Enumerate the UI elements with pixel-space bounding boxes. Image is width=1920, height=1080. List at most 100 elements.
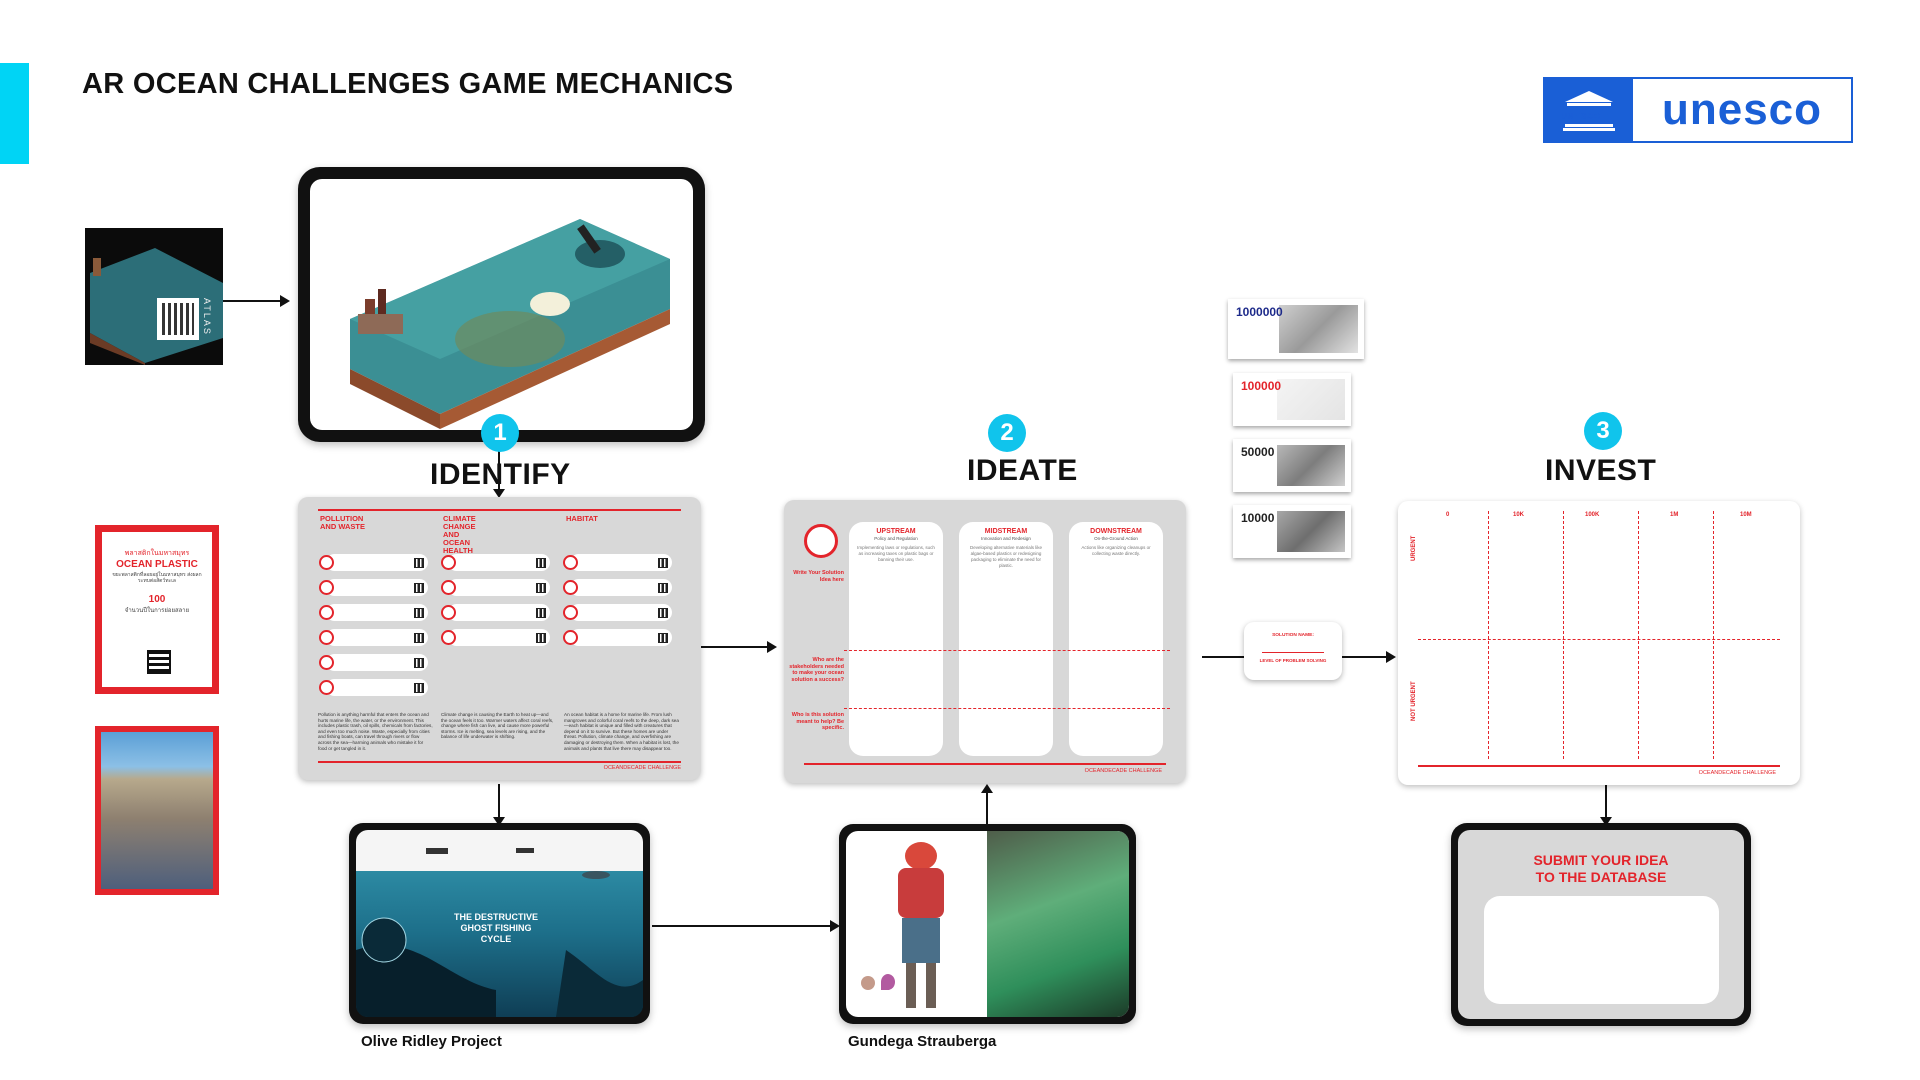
unesco-temple-icon [1545, 79, 1633, 141]
identify-slot[interactable] [563, 580, 578, 595]
card-thai-bottom: จำนวนปีในการย่อยสลาย [124, 608, 190, 614]
identify-col-1-text: Pollution is anything harmful that enter… [318, 712, 433, 751]
step-3-badge: 3 [1584, 412, 1622, 450]
identify-col-3-title: HABITAT [566, 514, 598, 523]
textile-artwork-photo [987, 831, 1129, 1017]
bill-value: 1000000 [1236, 305, 1283, 319]
submit-idea-input[interactable] [1484, 896, 1719, 1004]
identify-slot[interactable] [441, 555, 456, 570]
identify-slot[interactable] [563, 630, 578, 645]
identify-col-1-title: POLLUTION AND WASTE [320, 514, 365, 531]
banknote-100000[interactable]: 100000 [1233, 373, 1351, 426]
solution-name-card[interactable]: SOLUTION NAME: LEVEL OF PROBLEM SOLVING [1244, 622, 1342, 680]
y-label-not-urgent: NOT URGENT [1411, 681, 1417, 721]
identify-slot[interactable] [563, 605, 578, 620]
ghost-fishing-caption: Olive Ridley Project [361, 1033, 502, 1050]
identify-slot[interactable] [319, 605, 334, 620]
ar-marker-card: ATLAS [85, 228, 223, 365]
bill-value: 10000 [1241, 511, 1275, 525]
upstream-title: UPSTREAM [876, 528, 916, 535]
identify-slot[interactable] [441, 630, 456, 645]
identify-slot[interactable] [563, 555, 578, 570]
banknote-10000[interactable]: 10000 [1233, 505, 1351, 558]
x-tick: 0 [1446, 512, 1450, 518]
submit-tablet: SUBMIT YOUR IDEA TO THE DATABASE [1451, 823, 1751, 1026]
arrowhead-icon [767, 641, 777, 653]
step-1-badge: 1 [481, 414, 519, 452]
ar-3d-ocean-model [310, 179, 693, 430]
ideate-prompt-2: Who are the stakeholders needed to make … [789, 657, 844, 683]
solution-idea-circle[interactable] [804, 524, 838, 558]
x-tick: 100K [1585, 512, 1600, 518]
x-tick: 10M [1740, 512, 1752, 518]
ideate-prompt-3: Who is this solution meant to help? Be s… [791, 712, 844, 731]
art-tablet [839, 824, 1136, 1024]
identify-slot[interactable] [319, 580, 334, 595]
downstream-text: Actions like organizing cleanups or coll… [1081, 545, 1151, 556]
ar-tablet [298, 167, 705, 442]
identify-slot[interactable] [319, 655, 334, 670]
person-icon[interactable] [861, 976, 875, 990]
bill-value: 50000 [1241, 445, 1275, 459]
arrowhead-icon [493, 817, 505, 826]
arrow-identify-to-ghost [498, 784, 500, 822]
ghost-fishing-title: THE DESTRUCTIVE GHOST FISHING CYCLE [453, 912, 538, 944]
midstream-text: Developing alternative materials like al… [969, 545, 1043, 568]
identify-slot[interactable] [441, 580, 456, 595]
midstream-title: MIDSTREAM [984, 528, 1028, 535]
arrow-solution-to-invest [1315, 656, 1388, 658]
step-2-label: IDEATE [967, 454, 1078, 487]
downstream-column: DOWNSTREAM On-the-Ground Action Actions … [1069, 522, 1163, 756]
artwork-figure [898, 842, 944, 1008]
identify-board: POLLUTION AND WASTE CLIMATE CHANGE AND O… [298, 497, 701, 780]
identify-slot[interactable] [441, 605, 456, 620]
bill-value: 100000 [1241, 379, 1282, 393]
solution-level-label: LEVEL OF PROBLEM SOLVING [1259, 658, 1327, 663]
step-3-label: INVEST [1545, 454, 1657, 487]
plastic-waste-photo [101, 732, 213, 889]
downstream-title: DOWNSTREAM [1090, 528, 1142, 535]
arrowhead-icon [280, 295, 290, 307]
submit-line-1: SUBMIT YOUR IDEA [1533, 852, 1669, 868]
unesco-logo: UNESCO unesco [1543, 77, 1853, 143]
logo-mark-text: UNESCO [1561, 112, 1602, 121]
identify-slot[interactable] [319, 555, 334, 570]
arrow-art-to-ideate [986, 792, 988, 827]
ocean-plastic-card: พลาสติกในมหาสมุทร OCEAN PLASTIC ขยะพลาสต… [95, 525, 219, 694]
upstream-text: Implementing laws or regulations, such a… [857, 545, 935, 562]
identify-slot[interactable] [319, 680, 334, 695]
submit-line-2: TO THE DATABASE [1535, 869, 1667, 885]
submit-screen: SUBMIT YOUR IDEA TO THE DATABASE [1458, 830, 1744, 1019]
identify-slot[interactable] [319, 630, 334, 645]
x-tick: 10K [1513, 512, 1525, 518]
location-pin-icon[interactable] [881, 974, 895, 990]
page-title: AR OCEAN CHALLENGES GAME MECHANICS [82, 68, 734, 100]
invest-footer: OCEANDECADE CHALLENGE [1698, 770, 1776, 776]
accent-bar [0, 63, 29, 164]
card-thai-top: พลาสติกในมหาสมุทร [124, 550, 190, 557]
logo-wordmark: unesco [1661, 85, 1823, 134]
arrow-invest-to-submit [1605, 784, 1607, 822]
card-number: 100 [148, 594, 166, 605]
identify-col-3-text: An ocean habitat is a home for marine li… [564, 712, 679, 751]
ghost-fishing-infographic: THE DESTRUCTIVE GHOST FISHING CYCLE [356, 830, 643, 1017]
arrow-identify-to-ideate [697, 646, 767, 648]
divider [844, 708, 1170, 709]
card-title: OCEAN PLASTIC [116, 559, 198, 570]
banknote-1000000[interactable]: 1000000 [1228, 299, 1364, 359]
divider [1262, 652, 1324, 653]
art-caption: Gundega Strauberga [848, 1033, 997, 1050]
ideate-prompt-1: Write Your Solution Idea here [793, 570, 844, 583]
ocean-plastic-photo-card [95, 726, 219, 895]
solution-name-label: SOLUTION NAME: [1272, 633, 1314, 638]
divider [844, 650, 1170, 651]
midstream-column: MIDSTREAM Innovation and Redesign Develo… [959, 522, 1053, 756]
identify-col-2-text: Climate change is causing the Earth to h… [441, 712, 554, 740]
arrow-ideate-to-solution [1202, 656, 1248, 658]
invest-board: 0 10K 100K 1M 10M URGENT NOT URGENT OCEA… [1398, 501, 1800, 785]
ocean-diorama-thumbnail [90, 248, 223, 365]
banknote-50000[interactable]: 50000 [1233, 439, 1351, 492]
step-2-badge: 2 [988, 414, 1026, 452]
arrow-tablet-to-identify [498, 445, 500, 493]
arrowhead-icon [830, 920, 840, 932]
